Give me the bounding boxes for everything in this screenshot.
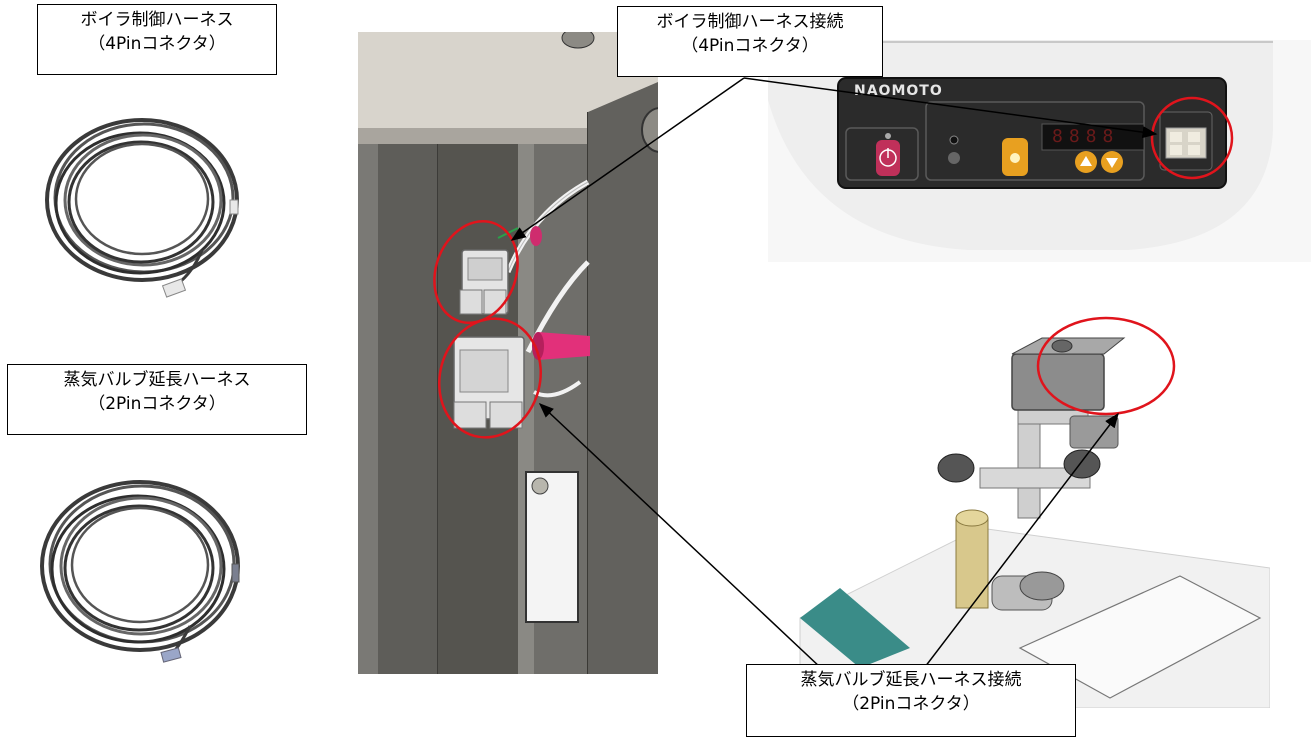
label-boiler-harness: ボイラ制御ハーネス （4Pinコネクタ） [37, 4, 277, 75]
label-boiler-connection-title: ボイラ制御ハーネス接続 [656, 12, 844, 32]
label-steam-valve-harness-title: 蒸気バルブ延長ハーネス [63, 370, 251, 390]
label-boiler-harness-sub: （4Pinコネクタ） [88, 34, 226, 54]
label-steam-valve-connection: 蒸気バルブ延長ハーネス接続 （2Pinコネクタ） [746, 664, 1076, 737]
led-display: 8888 [1052, 126, 1120, 147]
brand-logo: NAOMOTO [854, 83, 943, 99]
steam-valve-render [780, 318, 1270, 708]
label-boiler-harness-title: ボイラ制御ハーネス [80, 10, 234, 30]
label-boiler-connection: ボイラ制御ハーネス接続 （4Pinコネクタ） [617, 6, 883, 77]
label-steam-valve-harness: 蒸気バルブ延長ハーネス （2Pinコネクタ） [7, 364, 307, 435]
label-boiler-connection-sub: （4Pinコネクタ） [681, 36, 819, 56]
label-steam-valve-connection-sub: （2Pinコネクタ） [842, 694, 980, 714]
label-steam-valve-harness-sub: （2Pinコネクタ） [88, 394, 226, 414]
label-steam-valve-connection-title: 蒸気バルブ延長ハーネス接続 [800, 670, 1022, 690]
cabinet-render [358, 32, 658, 674]
